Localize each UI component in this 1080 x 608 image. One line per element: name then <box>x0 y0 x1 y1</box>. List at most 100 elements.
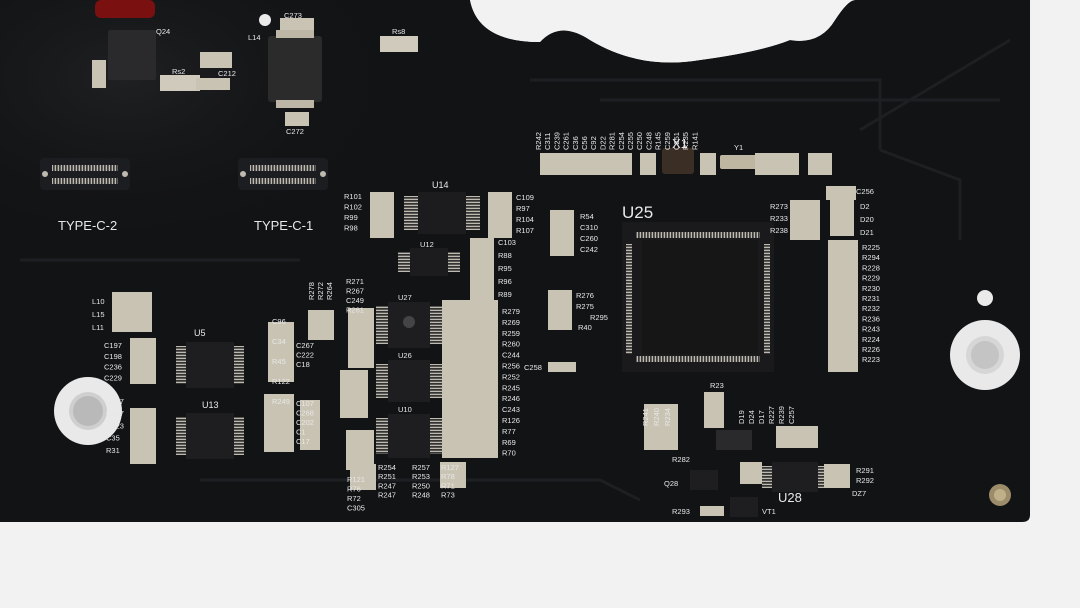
component-label: R269 <box>502 318 520 327</box>
component-label: C248 <box>644 132 653 150</box>
component-label: C311 <box>543 133 552 150</box>
component-label: C260 <box>580 234 598 243</box>
component-label: R31 <box>106 446 120 455</box>
component-label: R275 <box>576 302 594 311</box>
component-label: C56 <box>580 136 589 150</box>
label-dz7: DZ7 <box>852 489 866 498</box>
component-label: R238 <box>770 226 788 235</box>
usb-footprint-right <box>238 158 328 190</box>
transistor-q24 <box>108 30 156 80</box>
component-label: R122 <box>272 377 290 386</box>
label-l14: L14 <box>248 33 261 42</box>
component-label: R145 <box>654 132 663 150</box>
component-label: C242 <box>580 245 598 254</box>
component-label: R239 <box>777 406 786 424</box>
label-rs8: Rs8 <box>392 27 405 36</box>
component-label: R271 <box>346 277 364 286</box>
component-label: R232 <box>862 304 880 313</box>
component-label: C310 <box>580 223 598 232</box>
component-label: D20 <box>860 215 874 224</box>
component-label: R231 <box>862 294 880 303</box>
label-y1: Y1 <box>734 143 743 152</box>
label-c272: C272 <box>286 127 304 136</box>
component-label: R226 <box>862 345 880 354</box>
component-label: R104 <box>516 215 534 224</box>
inductor-l14 <box>268 30 322 108</box>
label-c273: C273 <box>284 11 302 20</box>
component-label: R250 <box>412 481 430 490</box>
component-label: R249 <box>272 397 290 406</box>
component-label: R243 <box>862 325 880 334</box>
component-label: D24 <box>747 410 756 424</box>
label-r282: R282 <box>672 455 690 464</box>
component-label: C223 <box>106 421 124 430</box>
component-label: R227 <box>767 406 776 424</box>
ic-u26 <box>376 360 442 402</box>
crystal-x1 <box>662 148 694 174</box>
ic-u28 <box>762 462 828 492</box>
component-label: R102 <box>344 203 362 212</box>
component-label: R95 <box>498 264 512 273</box>
component-label: C261 <box>562 132 571 150</box>
component-label: R225 <box>862 243 880 252</box>
ic-u12 <box>398 248 460 276</box>
component-label: R54 <box>580 212 594 221</box>
component-label: R273 <box>770 202 788 211</box>
label-r40: R40 <box>578 323 592 332</box>
component-label: L10 <box>92 297 105 306</box>
label-r23: R23 <box>710 381 724 390</box>
component-label: R236 <box>862 314 880 323</box>
label-r295: R295 <box>590 313 608 322</box>
component-label: C177 <box>106 397 124 406</box>
label-u13: U13 <box>202 400 219 410</box>
resistor-rs2 <box>160 75 200 91</box>
component-label: R70 <box>502 449 516 458</box>
component-label: R88 <box>498 251 512 260</box>
component-label: D2 <box>860 202 870 211</box>
component-label: C202 <box>296 418 314 427</box>
ic-u14 <box>404 192 480 234</box>
ic-u27 <box>376 302 442 348</box>
component-label: R256 <box>502 362 520 371</box>
component-label: R78 <box>441 472 455 481</box>
component-label: C1 <box>296 428 306 437</box>
label-u28: U28 <box>778 490 802 505</box>
component-label: C243 <box>502 405 520 414</box>
component-label: C254 <box>617 132 626 150</box>
mcu-u25 <box>622 222 774 372</box>
label-u26: U26 <box>398 351 412 360</box>
component-label: R127 <box>441 463 459 472</box>
ic-u10 <box>376 414 442 458</box>
resistor-rs8 <box>380 36 418 52</box>
component-label: R292 <box>856 476 874 485</box>
label-q24: Q24 <box>156 27 170 36</box>
component-label: R272 <box>316 282 325 300</box>
component-label: C107 <box>296 399 314 408</box>
component-label: R233 <box>770 214 788 223</box>
crystal-y1 <box>720 155 760 169</box>
label-u12: U12 <box>420 240 434 249</box>
component-label: D22 <box>598 136 607 150</box>
component-label: R281 <box>608 132 617 150</box>
component-label: C18 <box>296 360 310 369</box>
usb-footprint-left <box>40 158 130 190</box>
pcb-traces <box>20 38 1011 502</box>
component-label: R245 <box>502 383 520 392</box>
component-label: C198 <box>104 352 122 361</box>
component-label: C267 <box>296 341 314 350</box>
component-label: R223 <box>862 355 880 364</box>
component-label: R71 <box>441 481 455 490</box>
component-label: C239 <box>552 132 561 150</box>
component-label: C96 <box>272 317 286 326</box>
component-label: R242 <box>534 132 543 150</box>
component-label: C187 <box>106 409 124 418</box>
label-type-c-2: TYPE-C-2 <box>58 218 117 233</box>
ic-u13 <box>176 413 244 459</box>
label-c212: C212 <box>218 69 236 78</box>
electrolytic-cap <box>95 0 155 18</box>
component-label: R254 <box>378 463 396 472</box>
component-label: R72 <box>347 494 361 503</box>
label-q28: Q28 <box>664 479 678 488</box>
component-label: C251 <box>672 132 681 150</box>
